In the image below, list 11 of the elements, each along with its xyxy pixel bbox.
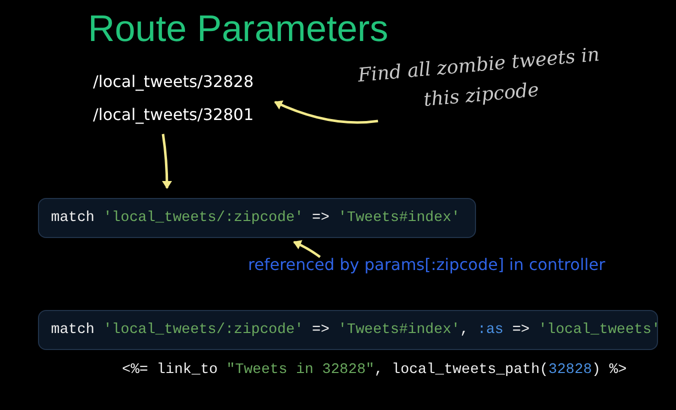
code-text: <%= link_to "Tweets in 32828", local_tweets_path(32828) %> (122, 362, 627, 378)
annotation-text: referenced by params[:zipcode] in controller (248, 255, 606, 274)
url-text: /local_tweets/32828 (93, 72, 255, 91)
code-text: match 'local_tweets/:zipcode' => 'Tweets#index', :as => 'local_tweets' (51, 322, 660, 338)
code-box (38, 198, 476, 238)
arrow (274, 100, 378, 124)
url-text: /local_tweets/32801 (93, 105, 255, 124)
code-box (38, 310, 658, 350)
arrow (293, 240, 321, 258)
code-text: match 'local_tweets/:zipcode' => 'Tweets#index' (51, 210, 460, 226)
arrow (162, 134, 172, 189)
